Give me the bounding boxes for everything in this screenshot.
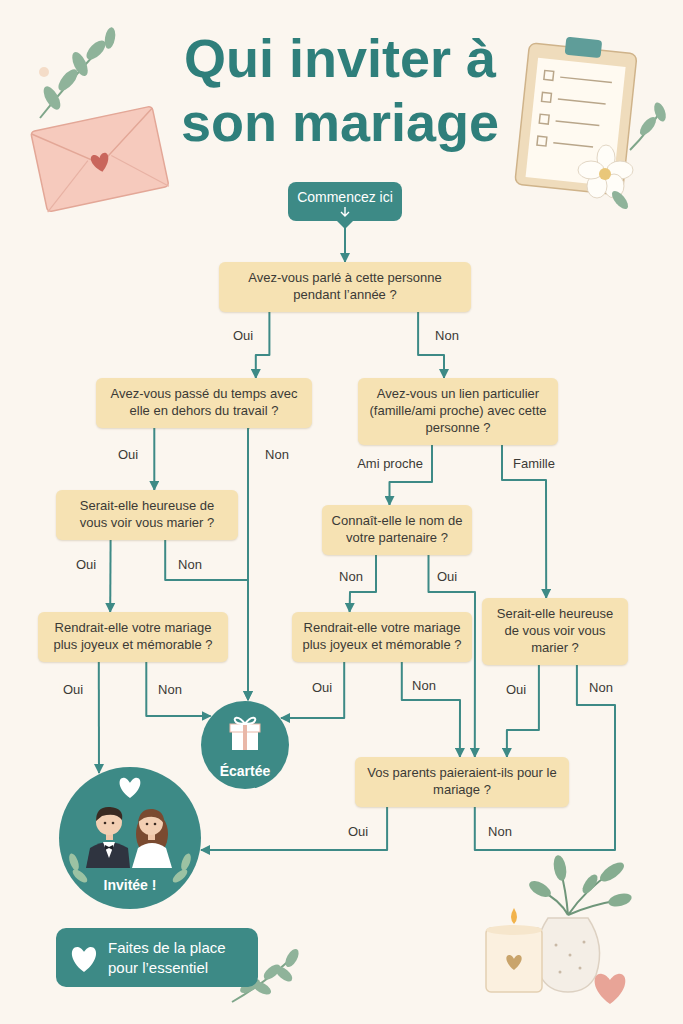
leaf-branch — [39, 26, 117, 118]
node-text: Rendrait-elle votre mariage plus joyeux … — [301, 620, 463, 654]
node-text: Écartée — [200, 762, 290, 780]
message-box: Faites de la place pour l’essentiel — [56, 928, 258, 987]
connector — [281, 662, 344, 718]
flower — [578, 101, 668, 212]
decision-box: Rendrait-elle votre mariage plus joyeux … — [38, 612, 228, 662]
outcome-circle: Invitée ! — [58, 766, 202, 910]
decision-box: Avez-vous parlé à cette personne pendant… — [219, 262, 471, 312]
edge-label: Non — [175, 557, 205, 573]
start-box: Commencez ici — [288, 182, 402, 221]
free-label: Non — [485, 824, 515, 840]
start-pointer — [337, 221, 353, 229]
decision-box: Connaît-elle le nom de votre partenaire … — [322, 505, 472, 555]
node-text: Avez-vous passé du temps avec elle en de… — [105, 386, 303, 420]
down-arrow-icon — [339, 207, 351, 217]
node-text: Serait-elle heureuse de vous voir vous m… — [65, 498, 229, 532]
edge-label: Oui — [60, 682, 86, 698]
connector — [201, 807, 387, 850]
edge-label: Non — [432, 328, 462, 344]
edge-label: Non — [155, 682, 185, 698]
decision-box: Serait-elle heureuse de vous voir vous m… — [56, 490, 238, 540]
node-text: Commencez ici — [296, 188, 394, 206]
connector — [109, 540, 111, 612]
edge-label: Non — [262, 447, 292, 463]
decision-box: Avez-vous passé du temps avec elle en de… — [96, 378, 312, 428]
connector — [390, 445, 433, 505]
edge-label: Oui — [345, 824, 371, 840]
connector — [507, 665, 539, 757]
plant — [527, 854, 634, 915]
connector — [418, 312, 444, 378]
decision-box: Vos parents paieraient-ils pour le maria… — [355, 757, 569, 807]
circle-fill — [201, 701, 289, 789]
outcome-circle: Écartée — [200, 700, 290, 790]
edge-label: Oui — [230, 328, 256, 344]
candle — [486, 908, 542, 992]
vase — [536, 918, 599, 992]
edge-label: Non — [336, 569, 366, 585]
node-text: Connaît-elle le nom de votre partenaire … — [331, 513, 463, 547]
node-text: Rendrait-elle votre mariage plus joyeux … — [47, 620, 219, 654]
connector — [98, 662, 100, 773]
node-text: Avez-vous un lien particulier (famille/a… — [367, 386, 549, 437]
edge-label: Ami proche — [354, 456, 426, 472]
title: Qui inviter à son mariage — [150, 26, 530, 154]
node-text: Vos parents paieraient-ils pour le maria… — [364, 765, 560, 799]
edge-label: Oui — [309, 680, 335, 696]
decision-box: Serait-elle heureuse de vous voir vous m… — [482, 598, 628, 665]
heart-icon — [64, 938, 104, 978]
decision-box: Rendrait-elle votre mariage plus joyeux … — [292, 612, 472, 662]
node-text: Faites de la place pour l’essentiel — [108, 938, 246, 977]
circle-fill — [59, 767, 201, 909]
connector — [402, 662, 460, 757]
node-text: Invitée ! — [58, 876, 202, 894]
heart — [595, 974, 626, 1004]
decision-box: Avez-vous un lien particulier (famille/a… — [358, 378, 558, 445]
edge-label: Oui — [115, 447, 141, 463]
edge-label: Non — [586, 680, 616, 696]
edge-label: Oui — [503, 682, 529, 698]
envelope — [31, 106, 169, 212]
edge-label: Famille — [510, 456, 558, 472]
connector — [153, 428, 155, 490]
edge-label: Non — [409, 678, 439, 694]
node-text: Avez-vous parlé à cette personne pendant… — [228, 270, 462, 304]
connector — [256, 312, 270, 378]
connector — [146, 662, 210, 716]
clipboard — [515, 33, 638, 195]
edge-label: Oui — [73, 557, 99, 573]
edge-label: Oui — [434, 569, 460, 585]
node-text: Serait-elle heureuse de vous voir vous m… — [491, 606, 619, 657]
